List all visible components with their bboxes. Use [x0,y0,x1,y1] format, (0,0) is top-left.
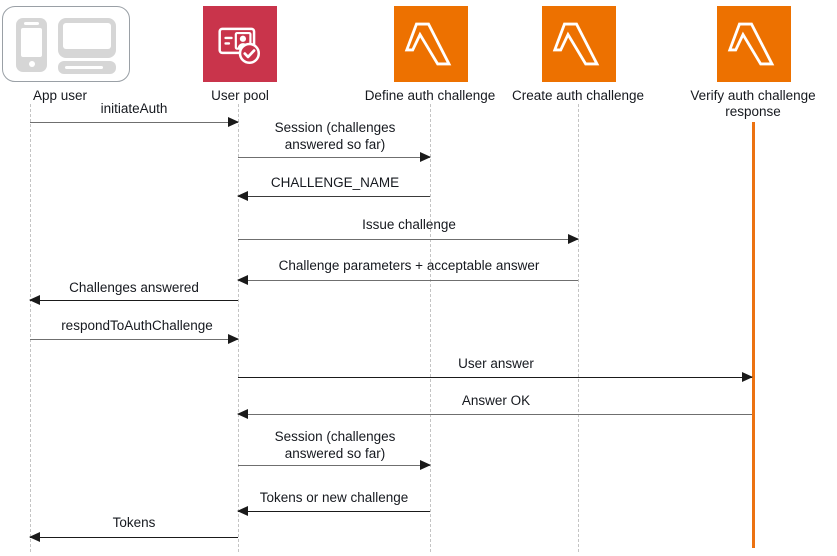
message-label-initiate-auth: initiateAuth [100,101,168,116]
lifeline-verify-auth-challenge-response-active [752,122,755,548]
phone-screen-glyph [21,28,42,57]
message-shaft [30,537,238,538]
message-label-challenges-answered: Challenges answered [69,280,199,295]
arrow-head-left-icon [237,274,248,285]
actor-label-create-auth-challenge: Create auth challenge [511,88,645,103]
arrow-head-left-icon [237,190,248,201]
message-label-user-answer: User answer [458,356,534,371]
message-shaft [238,196,430,197]
message-label-tokens: Tokens [112,515,156,530]
message-label-tokens-or-new-challenge: Tokens or new challenge [259,490,409,505]
message-shaft [30,122,238,123]
aws-lambda-icon-verify [717,6,791,82]
lifeline-define-auth-challenge [430,104,431,552]
message-label-issue-challenge: Issue challenge [362,217,456,232]
actor-label-verify-auth-challenge-response: Verify auth challenge response [690,88,816,119]
devices-icon [2,6,130,82]
message-shaft [238,157,430,158]
actor-label-user-pool: User pool [211,88,269,103]
arrow-head-right-icon [568,233,579,244]
arrow-head-right-icon [228,116,239,127]
message-shaft [238,377,752,378]
monitor-screen-glyph [63,23,111,49]
message-label-respond-to-auth-challenge: respondToAuthChallenge [61,318,213,333]
arrow-head-left-icon [237,505,248,516]
message-label-challenge-parameters: Challenge parameters + acceptable answer [278,258,540,273]
phone-speaker-glyph [24,22,39,25]
lifeline-app-user [30,104,31,552]
message-label-session-challenges-answered-2: Session (challenges answered so far) [274,429,396,461]
message-label-challenge-name: CHALLENGE_NAME [270,175,400,190]
message-shaft [238,239,578,240]
phone-home-glyph [28,61,35,67]
lifeline-create-auth-challenge [578,104,579,552]
arrow-head-left-icon [29,294,40,305]
arrow-head-left-icon [29,531,40,542]
arrow-head-right-icon [420,459,431,470]
message-shaft [30,300,238,301]
aws-lambda-icon-define [394,6,468,82]
user-pool-icon [203,6,277,82]
message-shaft [238,280,578,281]
arrow-head-left-icon [237,408,248,419]
arrow-head-right-icon [420,151,431,162]
aws-lambda-icon-create [542,6,616,82]
message-shaft [238,511,430,512]
message-shaft [238,465,430,466]
message-shaft [238,414,752,415]
monitor-base-slot-glyph [65,66,103,69]
actor-label-define-auth-challenge: Define auth challenge [364,88,496,103]
lifeline-user-pool [238,104,239,552]
arrow-head-right-icon [742,371,753,382]
actor-label-app-user: App user [32,88,88,103]
arrow-head-right-icon [228,333,239,344]
message-shaft [30,339,238,340]
message-label-session-challenges-answered-1: Session (challenges answered so far) [274,120,396,152]
message-label-answer-ok: Answer OK [461,393,531,408]
